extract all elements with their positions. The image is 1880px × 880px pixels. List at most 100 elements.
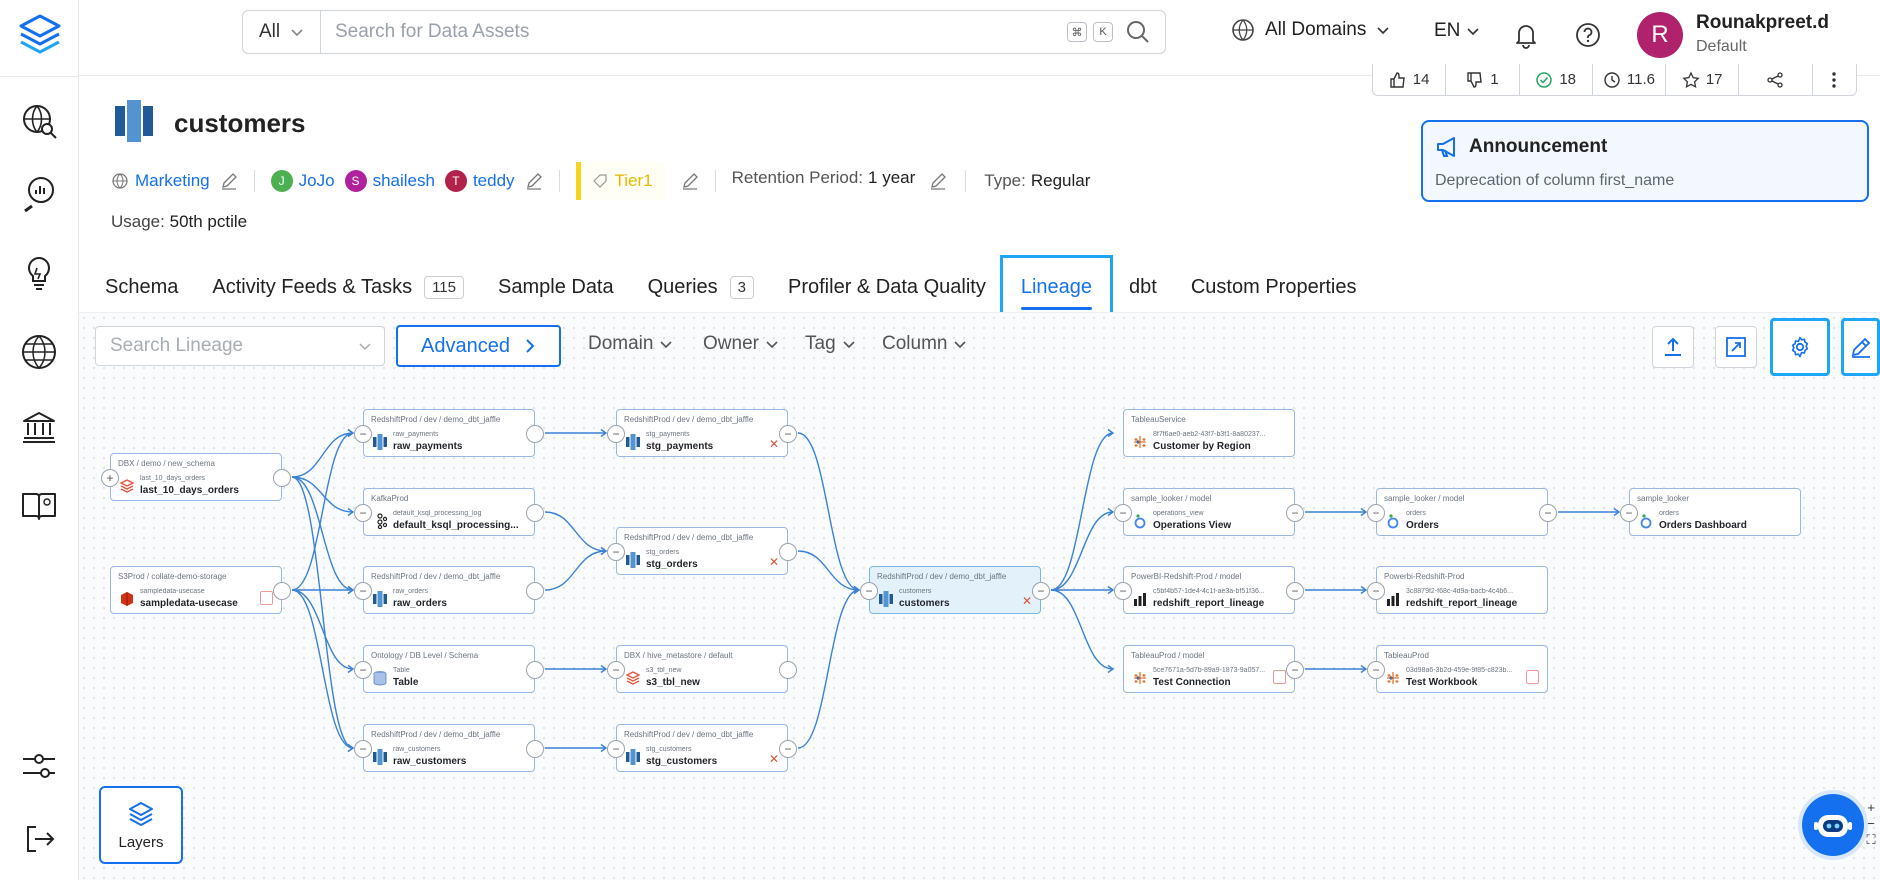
downstream-handle-button[interactable]: − [1286, 582, 1304, 600]
dbt-close-icon[interactable]: ✕ [768, 437, 779, 451]
tab-profiler[interactable]: Profiler & Data Quality [788, 258, 986, 316]
user-avatar[interactable]: R [1637, 12, 1683, 58]
collapse-upstream-button[interactable]: − [354, 582, 372, 600]
settings-sliders-icon[interactable] [14, 741, 64, 791]
data-insights-icon[interactable] [14, 168, 64, 218]
vote-down-button[interactable]: 1 [1446, 64, 1520, 95]
tab-sample-data[interactable]: Sample Data [498, 258, 614, 316]
collapse-upstream-button[interactable]: − [1620, 504, 1638, 522]
edit-retention-pencil-icon[interactable] [929, 172, 947, 190]
collapse-upstream-button[interactable]: − [354, 661, 372, 679]
lineage-settings-button[interactable] [1770, 318, 1830, 376]
advanced-search-button[interactable]: Advanced [396, 325, 561, 367]
search-icon[interactable] [1125, 19, 1151, 45]
tab-schema[interactable]: Schema [105, 258, 178, 316]
collapse-upstream-button[interactable]: − [354, 425, 372, 443]
app-logo-icon[interactable] [17, 12, 63, 58]
domain-link[interactable]: Marketing [135, 171, 210, 190]
chatbot-button[interactable] [1802, 794, 1864, 856]
edit-domain-pencil-icon[interactable] [220, 172, 238, 190]
delete-trash-icon[interactable] [1273, 670, 1286, 684]
collapse-upstream-button[interactable]: − [607, 740, 625, 758]
vote-up-button[interactable]: 14 [1373, 64, 1447, 95]
search-input[interactable] [321, 11, 1067, 53]
collapse-upstream-button[interactable]: − [1114, 504, 1132, 522]
collapse-upstream-button[interactable]: − [607, 543, 625, 561]
downstream-handle-button[interactable] [526, 425, 544, 443]
version-button[interactable]: 11.6 [1593, 64, 1667, 95]
collapse-upstream-button[interactable]: − [607, 425, 625, 443]
collapse-upstream-button[interactable]: − [1367, 582, 1385, 600]
owner-link-jojo[interactable]: JoJo [298, 171, 335, 190]
downstream-handle-button[interactable] [526, 504, 544, 522]
downstream-handle-button[interactable] [526, 661, 544, 679]
followers-button[interactable]: 18 [1520, 64, 1593, 95]
glossary-book-icon[interactable] [14, 480, 64, 530]
collapse-upstream-button[interactable]: − [354, 504, 372, 522]
downstream-handle-button[interactable]: − [1286, 661, 1304, 679]
collapse-upstream-button[interactable]: − [1367, 504, 1385, 522]
dbt-close-icon[interactable]: ✕ [768, 752, 779, 766]
user-name[interactable]: Rounakpreet.d [1696, 12, 1830, 33]
downstream-handle-button[interactable] [273, 582, 291, 600]
domain-selector[interactable]: All Domains [1231, 18, 1390, 42]
layers-button[interactable]: Layers [99, 786, 183, 864]
downstream-handle-button[interactable]: − [779, 740, 797, 758]
dbt-close-icon[interactable]: ✕ [768, 555, 779, 569]
delete-trash-icon[interactable] [1526, 670, 1539, 684]
edit-lineage-button[interactable] [1841, 318, 1880, 376]
collapse-upstream-button[interactable]: − [607, 661, 625, 679]
tab-dbt[interactable]: dbt [1129, 258, 1157, 316]
share-button[interactable] [1739, 64, 1813, 95]
fullscreen-button[interactable] [1715, 326, 1757, 368]
collapse-upstream-button[interactable]: − [354, 740, 372, 758]
ideas-bulb-icon[interactable] [14, 248, 64, 298]
edit-owner-pencil-icon[interactable] [525, 172, 543, 190]
owner-link-shailesh[interactable]: shailesh [372, 171, 435, 190]
announcement-card[interactable]: Announcement Deprecation of column first… [1421, 120, 1869, 202]
lineage-search-input[interactable]: Search Lineage [95, 326, 385, 366]
help-icon[interactable] [1573, 20, 1603, 50]
tab-lineage[interactable]: Lineage [999, 255, 1114, 319]
filter-domain[interactable]: Domain [588, 333, 673, 355]
filter-owner[interactable]: Owner [703, 333, 779, 355]
downstream-handle-button[interactable] [779, 543, 797, 561]
filter-tag[interactable]: Tag [805, 333, 856, 355]
edit-tier-pencil-icon[interactable] [681, 172, 699, 190]
explore-icon[interactable] [14, 96, 64, 146]
star-button[interactable]: 17 [1666, 64, 1740, 95]
collapse-upstream-button[interactable]: − [1114, 582, 1132, 600]
downstream-handle-button[interactable]: − [1286, 504, 1304, 522]
expand-upstream-button[interactable]: + [101, 469, 119, 487]
dbt-close-icon[interactable]: ✕ [1021, 594, 1032, 608]
governance-bank-icon[interactable] [14, 402, 64, 452]
language-selector[interactable]: EN [1434, 20, 1480, 42]
domains-globe-icon[interactable] [14, 327, 64, 377]
tab-custom-properties[interactable]: Custom Properties [1191, 258, 1357, 316]
collapse-upstream-button[interactable]: − [1367, 661, 1385, 679]
collapse-upstream-button[interactable]: − [860, 582, 878, 600]
zoom-controls[interactable]: +−⛶ [1866, 800, 1876, 847]
downstream-handle-button[interactable] [526, 582, 544, 600]
